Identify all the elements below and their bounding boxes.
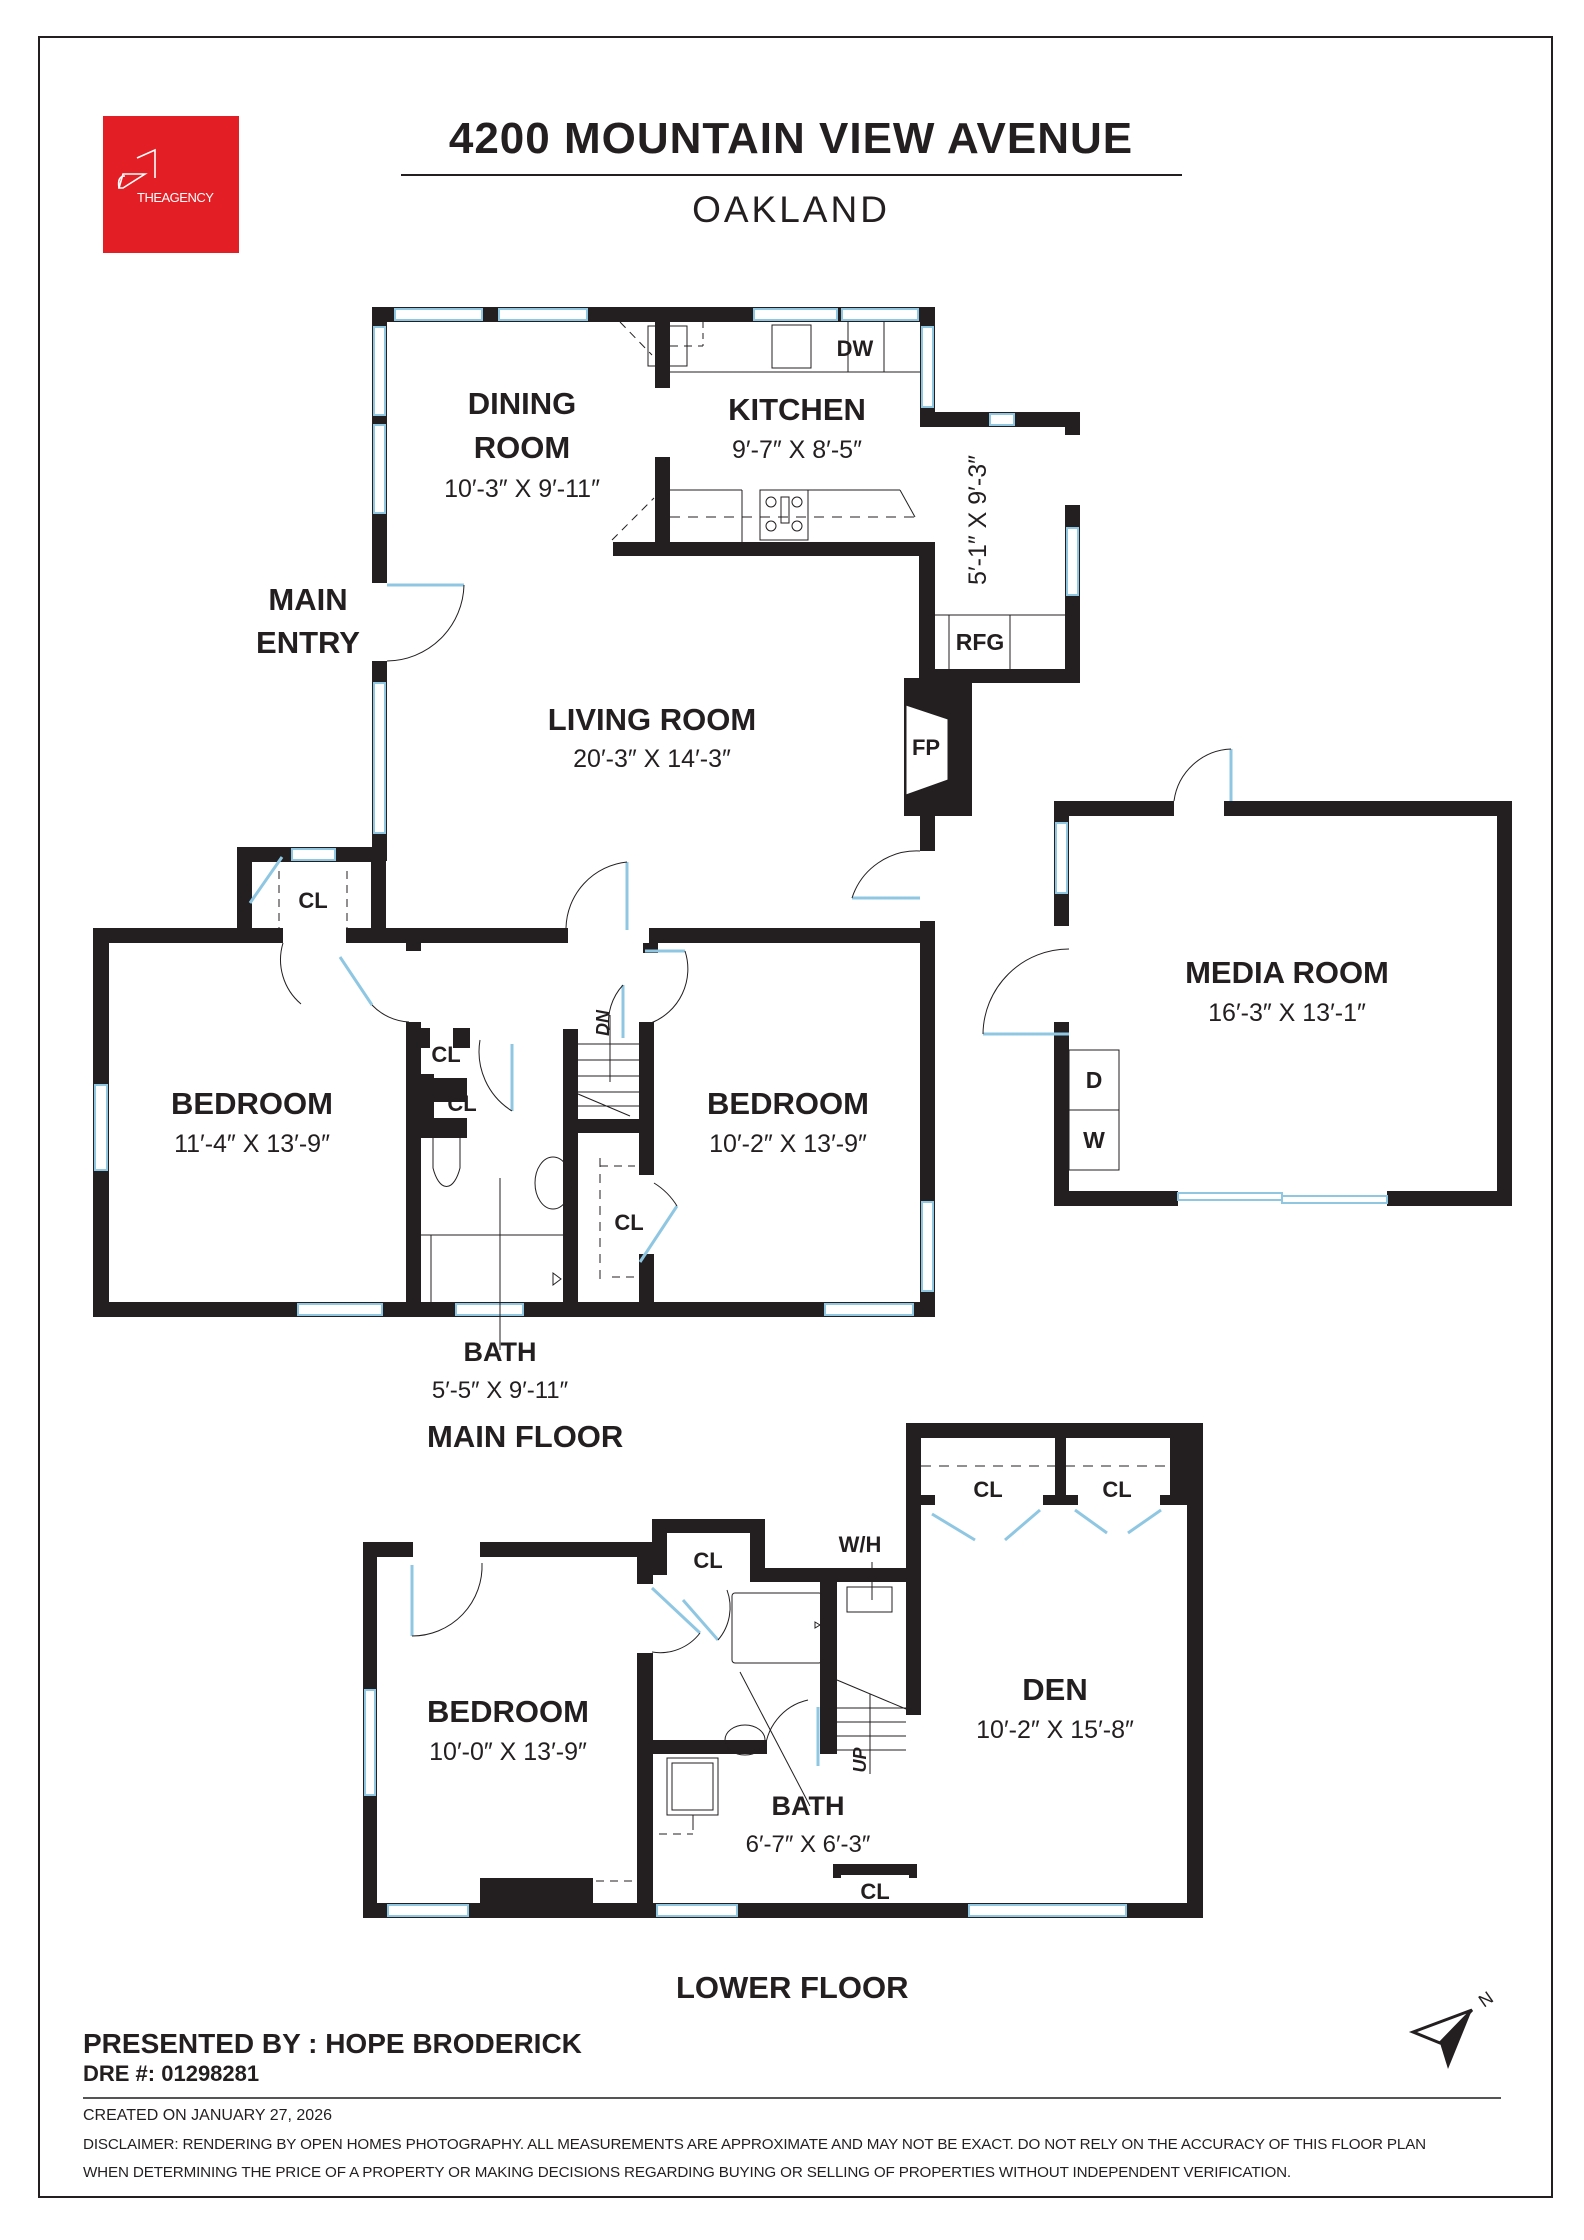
dining-room-label: DINING — [468, 386, 577, 421]
dishwasher-label: DW — [837, 336, 874, 361]
media-room-label: MEDIA ROOM — [1185, 955, 1389, 990]
footer-divider — [83, 2097, 1501, 2099]
dining-room-label-2: ROOM — [474, 430, 570, 465]
living-room-label: LIVING ROOM — [548, 702, 756, 737]
bedroom-closet-label: CL — [614, 1210, 643, 1235]
created-date: CREATED ON JANUARY 27, 2026 — [83, 2107, 332, 2124]
main-floor-label: MAIN FLOOR — [427, 1419, 624, 1454]
bath-dims: 5′-5″ X 9′-11″ — [432, 1377, 569, 1404]
refrigerator-label: RFG — [956, 629, 1005, 655]
windows — [94, 308, 1388, 1917]
page-border — [38, 36, 1553, 2198]
washer-label: W — [1083, 1127, 1105, 1153]
bedroom-right-label: BEDROOM — [707, 1086, 869, 1121]
north-arrow-icon: N — [1408, 1987, 1497, 2069]
bath-closet-label-1: CL — [431, 1042, 460, 1067]
main-entry-label-2: ENTRY — [256, 625, 360, 660]
kitchen-dims: 9′-7″ X 8′-5″ — [732, 436, 862, 464]
lower-bedroom-dims: 10′-0″ X 13′-9″ — [429, 1738, 587, 1766]
title-divider — [401, 174, 1182, 176]
bedroom-left-label: BEDROOM — [171, 1086, 333, 1121]
dryer-label: D — [1086, 1067, 1103, 1093]
door-swings — [280, 584, 1232, 1755]
den-closet-label-2: CL — [1102, 1477, 1131, 1502]
dining-room-dims: 10′-3″ X 9′-11″ — [444, 475, 600, 503]
presented-by: PRESENTED BY : HOPE BRODERICK — [83, 2028, 582, 2059]
living-room-dims: 20′-3″ X 14′-3″ — [573, 745, 731, 773]
lower-bath-dims: 6′-7″ X 6′-3″ — [746, 1831, 871, 1858]
media-room-dims: 16′-3″ X 13′-1″ — [1208, 999, 1366, 1027]
brand-logo: THEAGENCY — [103, 116, 239, 253]
dre-number: DRE #: 01298281 — [83, 2061, 260, 2086]
brand-name: THEAGENCY — [137, 190, 214, 205]
lower-closet-label: CL — [693, 1548, 722, 1573]
bath-label: BATH — [464, 1337, 537, 1367]
lower-bath-label: BATH — [772, 1791, 845, 1821]
door-leaves — [248, 583, 1233, 1766]
property-city: OAKLAND — [692, 189, 890, 230]
den-closet-label-1: CL — [973, 1477, 1002, 1502]
pantry-dims: 5′-1″ X 9′-3″ — [964, 455, 992, 585]
disclaimer-line-1: DISCLAIMER: RENDERING BY OPEN HOMES PHOT… — [83, 2136, 1426, 2153]
fireplace-label: FP — [912, 735, 940, 760]
disclaimer-line-2: WHEN DETERMINING THE PRICE OF A PROPERTY… — [83, 2164, 1291, 2181]
main-entry-label: MAIN — [268, 582, 347, 617]
north-label: N — [1475, 1987, 1497, 2011]
lower-bedroom-label: BEDROOM — [427, 1694, 589, 1729]
bedroom-left-dims: 11′-4″ X 13′-9″ — [174, 1130, 330, 1158]
agency-a-icon — [117, 148, 156, 189]
water-heater-label: W/H — [839, 1532, 882, 1557]
lower-floor-label: LOWER FLOOR — [676, 1970, 909, 2005]
den-bottom-closet-label: CL — [860, 1879, 889, 1904]
kitchen-label: KITCHEN — [728, 392, 866, 427]
den-dims: 10′-2″ X 15′-8″ — [976, 1716, 1134, 1744]
property-address: 4200 MOUNTAIN VIEW AVENUE — [448, 114, 1134, 163]
closet-label: CL — [298, 888, 327, 913]
stairs-up-label: UP — [850, 1747, 870, 1773]
bedroom-right-dims: 10′-2″ X 13′-9″ — [709, 1130, 867, 1158]
bath-closet-label-2: CL — [447, 1091, 476, 1116]
fixtures — [278, 321, 1187, 1882]
den-label: DEN — [1022, 1672, 1087, 1707]
walls — [93, 307, 1512, 1918]
stairs-down-label: DN — [593, 1009, 613, 1036]
